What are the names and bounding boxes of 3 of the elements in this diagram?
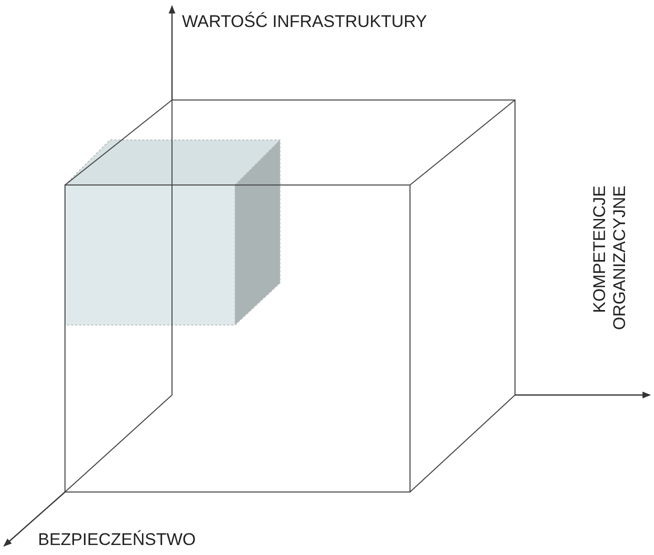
- axis-label: WARTOŚĆ INFRASTRUKTURY: [182, 12, 427, 32]
- axis-label: BEZPIECZEŃSTWO: [38, 530, 196, 550]
- axis-label: KOMPETENCJE ORGANIZACYJNE: [590, 185, 630, 332]
